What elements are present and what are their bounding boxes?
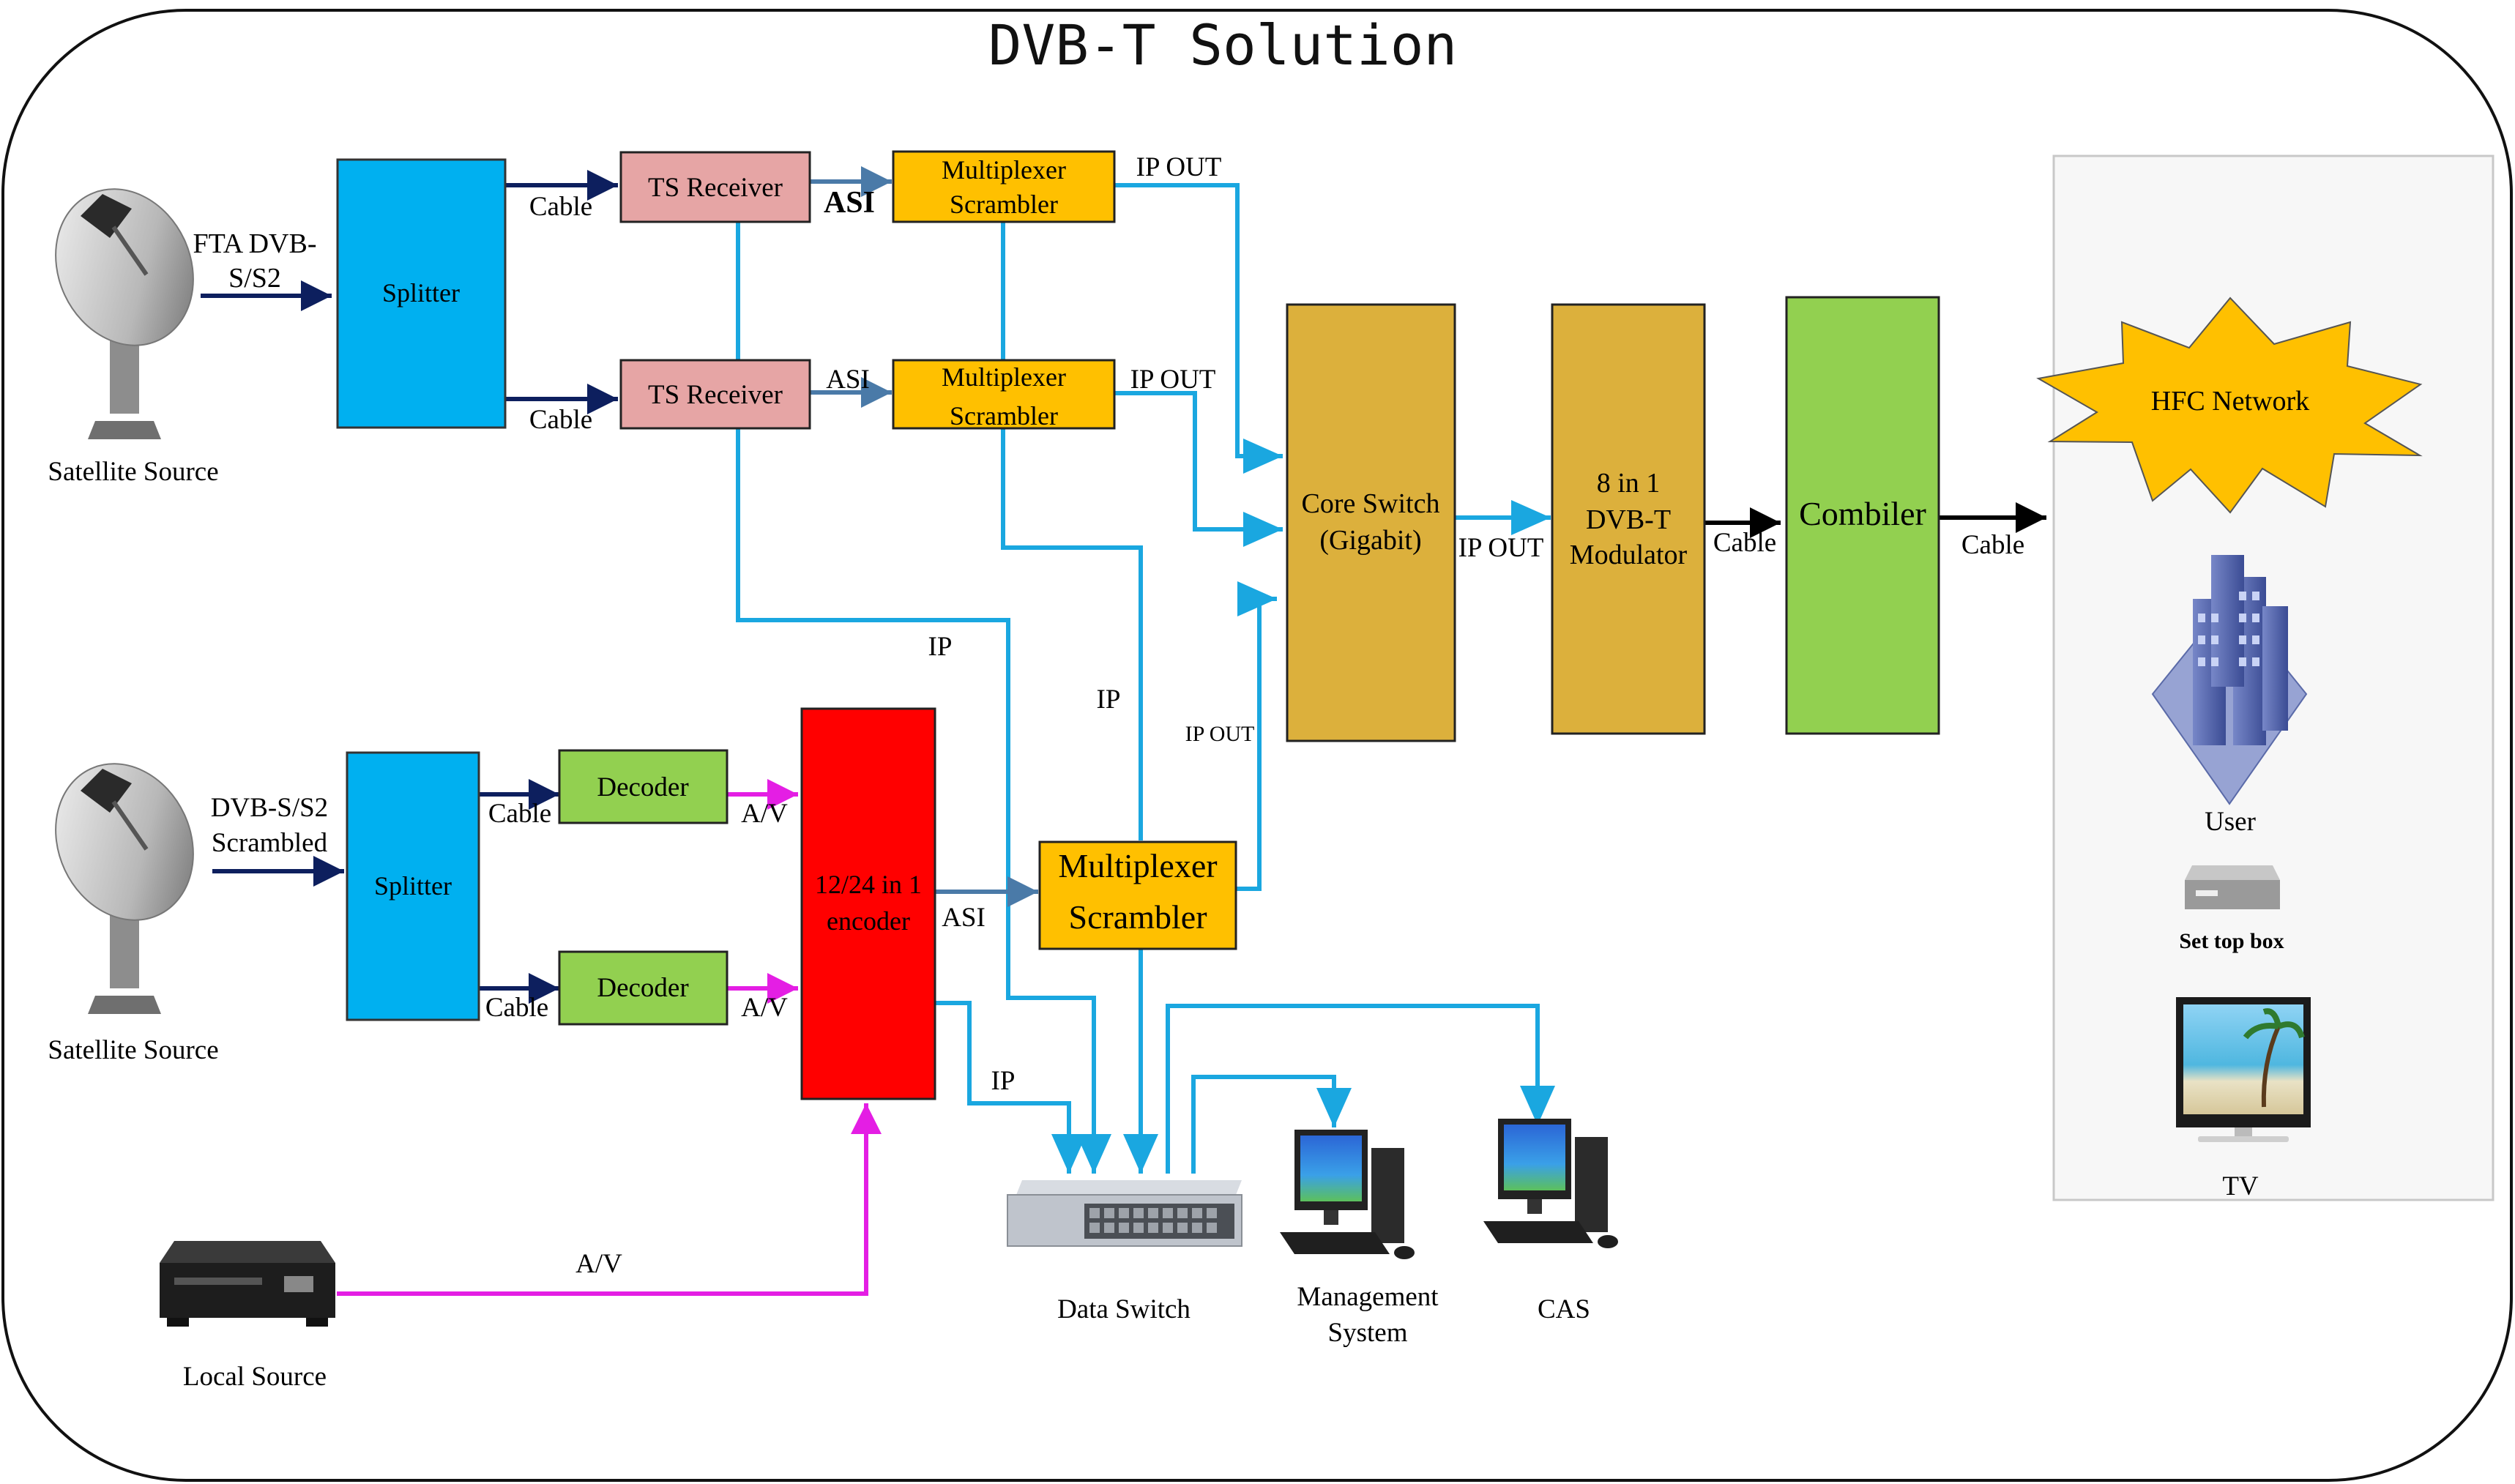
decoder-2 — [558, 950, 729, 1026]
scrambled-label-line2: Scrambled — [212, 828, 328, 858]
satellite-dish-icon — [55, 188, 194, 439]
cable-label-2: Cable — [529, 405, 592, 435]
media-player-icon — [160, 1241, 335, 1327]
tv-label: TV — [2222, 1171, 2259, 1201]
splitter-top-label: Splitter — [382, 278, 460, 307]
management-label-line1: Management — [1297, 1282, 1439, 1312]
asi-label-1: ASI — [824, 186, 875, 220]
decoder-2-label: Decoder — [597, 973, 688, 1003]
data-switch-label: Data Switch — [1057, 1294, 1191, 1324]
splitter-bottom-label: Splitter — [374, 871, 452, 901]
satellite-dish-icon — [55, 763, 194, 1014]
ip-line-cas-to-dataswitch — [1166, 1004, 1555, 1174]
encoder-line2: encoder — [827, 906, 910, 936]
ip-line-encoder-to-dataswitch — [935, 1001, 1087, 1174]
local-source-label: Local Source — [183, 1362, 327, 1392]
dvbt-modulator — [1551, 303, 1706, 735]
satellite-source-top-label: Satellite Source — [48, 457, 218, 487]
mux-scrambler-3 — [1038, 840, 1237, 950]
fta-label-line2: S/S2 — [228, 263, 281, 294]
mux-scrambler-1 — [892, 150, 1116, 223]
set-top-box-icon — [2185, 865, 2280, 909]
ip-out-label-2: IP OUT — [1130, 365, 1216, 395]
mux-scrambler-2-line2: Scrambler — [950, 401, 1058, 430]
combiler-label: Combiler — [1799, 495, 1926, 532]
cable-label-1: Cable — [529, 192, 592, 222]
ip-lines — [736, 183, 1555, 1174]
modulator-line2: DVB-T — [1586, 504, 1671, 535]
ip-line-mux3-to-core — [1236, 581, 1277, 891]
core-switch — [1286, 303, 1456, 742]
ip-line-dataswitch-to-mgmt — [1191, 1075, 1352, 1174]
mux-scrambler-2 — [892, 359, 1116, 430]
av-lines — [337, 779, 882, 1296]
fta-label-line1: FTA DVB- — [193, 228, 316, 259]
asi-label-3: ASI — [942, 903, 985, 933]
ts-receiver-2 — [619, 359, 811, 430]
ip-line-mux1-to-core — [1114, 183, 1283, 474]
set-top-box-label: Set top box — [2179, 929, 2284, 953]
mux-scrambler-3-line1: Multiplexer — [1058, 847, 1217, 884]
ip-out-label-1: IP OUT — [1136, 152, 1222, 182]
ts-receiver-1 — [619, 151, 811, 223]
satellite-source-bottom-label: Satellite Source — [48, 1035, 218, 1065]
cable-label-6: Cable — [485, 993, 548, 1023]
ip-out-label-3: IP OUT — [1458, 533, 1544, 563]
modulator-line3: Modulator — [1570, 540, 1688, 570]
ts-receiver-2-label: TS Receiver — [648, 380, 783, 410]
decoder-1 — [558, 749, 729, 824]
hfc-network-label: HFC Network — [2151, 386, 2309, 417]
mux-scrambler-3-line2: Scrambler — [1068, 898, 1207, 936]
encoder — [800, 707, 936, 1100]
ip-label-1: IP — [928, 632, 953, 662]
hfc-network-star — [2036, 297, 2423, 514]
mux-scrambler-1-line1: Multiplexer — [942, 155, 1066, 184]
ip-label-2: IP — [1097, 685, 1121, 715]
modulator-line1: 8 in 1 — [1597, 468, 1661, 499]
decoder-1-label: Decoder — [597, 772, 688, 802]
user-label: User — [2205, 807, 2256, 837]
scrambled-label-line1: DVB-S/S2 — [211, 793, 328, 823]
ip-out-label-4: IP OUT — [1185, 722, 1255, 746]
cas-label: CAS — [1538, 1294, 1590, 1324]
computer-icon — [1483, 1119, 1618, 1248]
cable-label-3: Cable — [1713, 528, 1776, 558]
mux-scrambler-1-line2: Scrambler — [950, 190, 1058, 219]
tv-icon — [2176, 997, 2311, 1142]
av-line-local-to-encoder — [337, 1103, 882, 1296]
combiler — [1785, 296, 1940, 735]
asi-label-2: ASI — [826, 365, 870, 395]
buildings-icon — [2151, 555, 2308, 805]
av-label-3: A/V — [575, 1249, 622, 1279]
core-switch-line2: (Gigabit) — [1319, 525, 1421, 556]
cable-label-5: Cable — [488, 799, 551, 829]
link-labels: FTA DVB- S/S2 Cable Cable ASI ASI IP OUT… — [193, 152, 2024, 1279]
splitter-bottom — [346, 751, 480, 1021]
asi-lines — [810, 166, 1038, 907]
data-switch-icon — [1007, 1180, 1242, 1247]
computer-icon — [1280, 1130, 1415, 1259]
splitter-top — [336, 158, 507, 429]
management-label-line2: System — [1328, 1318, 1408, 1348]
ip-line-mux2-to-mux3 — [1001, 428, 1143, 840]
core-switch-line1: Core Switch — [1302, 488, 1440, 519]
ip-line-mux2-to-core — [1114, 391, 1283, 547]
cable-lines — [201, 170, 618, 1004]
output-cables — [1704, 502, 2046, 538]
encoder-line1: 12/24 in 1 — [815, 870, 922, 899]
mux-scrambler-2-line1: Multiplexer — [942, 362, 1066, 392]
outer-frame — [1, 9, 2513, 1482]
ip-line-ts2-to-dataswitch — [736, 428, 1111, 1174]
ts-receiver-1-label: TS Receiver — [648, 173, 783, 203]
cable-label-4: Cable — [1961, 530, 2024, 560]
ip-label-3: IP — [991, 1066, 1016, 1096]
diagram-title: DVB-T Solution — [988, 12, 1458, 78]
av-label-1: A/V — [741, 799, 788, 829]
av-label-2: A/V — [741, 993, 788, 1023]
